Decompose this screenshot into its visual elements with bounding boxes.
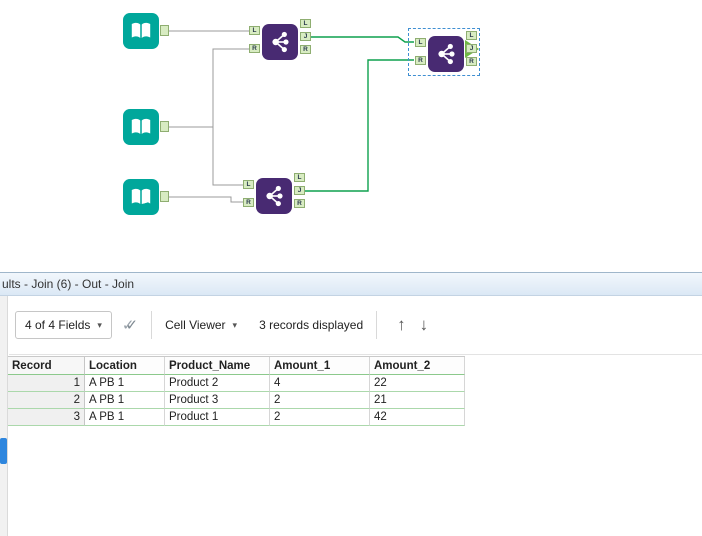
join-input-anchors: L R bbox=[415, 38, 426, 65]
apply-check-button[interactable]: ✓✓ bbox=[122, 316, 138, 334]
chevron-down-icon: ▾ bbox=[97, 319, 102, 330]
row-number-cell[interactable]: 2 bbox=[8, 392, 85, 409]
join-glyph-icon bbox=[272, 31, 289, 53]
join-output-anchors: L J R bbox=[466, 31, 477, 66]
book-icon bbox=[131, 22, 151, 39]
wire-input2-to-join-top[interactable] bbox=[168, 48, 249, 128]
anchor-right-icon[interactable]: R bbox=[249, 44, 260, 53]
input-data-tool-1[interactable] bbox=[123, 13, 169, 49]
join-tool-bottom[interactable]: L R L J R bbox=[243, 173, 305, 214]
join-output-anchors: L J R bbox=[294, 173, 305, 208]
table-cell[interactable]: 2 bbox=[270, 409, 370, 426]
connection-wires bbox=[168, 30, 414, 203]
check-icon: ✓ bbox=[125, 317, 139, 334]
join-output-anchors: L J R bbox=[300, 19, 311, 54]
book-icon bbox=[131, 188, 151, 205]
join-tool-selected[interactable]: L R L J R bbox=[415, 31, 477, 72]
anchor-right-icon[interactable]: R bbox=[415, 56, 426, 65]
anchor-join-out-icon[interactable]: J bbox=[466, 44, 477, 53]
join-input-anchors: L R bbox=[249, 26, 260, 53]
anchor-left-icon[interactable]: L bbox=[243, 180, 254, 189]
left-strip bbox=[0, 296, 8, 536]
table-row[interactable]: 2 A PB 1 Product 3 2 21 bbox=[8, 392, 465, 409]
anchor-left-out-icon[interactable]: L bbox=[300, 19, 311, 28]
scrollbar-thumb[interactable] bbox=[0, 438, 7, 464]
cell-viewer-dropdown[interactable]: Cell Viewer ▾ bbox=[165, 318, 237, 332]
input-data-icon bbox=[123, 179, 159, 215]
join-icon bbox=[256, 178, 292, 214]
results-toolbar: 4 of 4 Fields ▾ ✓✓ Cell Viewer ▾ 3 recor… bbox=[9, 296, 702, 355]
join-icon bbox=[262, 24, 298, 60]
input-data-tool-3[interactable] bbox=[123, 179, 169, 215]
table-cell[interactable]: A PB 1 bbox=[85, 409, 165, 426]
toolbar-separator bbox=[376, 311, 378, 339]
output-anchor[interactable] bbox=[160, 25, 169, 36]
table-cell[interactable]: Product 1 bbox=[165, 409, 270, 426]
column-header-product-name[interactable]: Product_Name bbox=[165, 357, 270, 375]
anchor-join-out-icon[interactable]: J bbox=[300, 32, 311, 41]
chevron-down-icon: ▾ bbox=[232, 319, 238, 330]
anchor-left-icon[interactable]: L bbox=[249, 26, 260, 35]
table-cell[interactable]: Product 3 bbox=[165, 392, 270, 409]
table-cell[interactable]: 42 bbox=[370, 409, 465, 426]
table-row[interactable]: 3 A PB 1 Product 1 2 42 bbox=[8, 409, 465, 426]
anchor-right-out-icon[interactable]: R bbox=[466, 57, 477, 66]
join-glyph-icon bbox=[438, 43, 455, 65]
join-tool-top[interactable]: L R L J R bbox=[249, 19, 311, 60]
anchor-join-out-icon[interactable]: J bbox=[294, 186, 305, 195]
fields-dropdown[interactable]: 4 of 4 Fields ▾ bbox=[15, 311, 112, 339]
toolbar-separator bbox=[151, 311, 153, 339]
scroll-up-button[interactable]: ↑ bbox=[397, 315, 406, 334]
join-icon bbox=[428, 36, 464, 72]
check-icon: ✓ bbox=[121, 317, 135, 334]
scroll-down-button[interactable]: ↓ bbox=[419, 315, 429, 334]
input-data-icon bbox=[123, 13, 159, 49]
selection-box bbox=[408, 28, 480, 76]
anchor-left-icon[interactable]: L bbox=[415, 38, 426, 47]
records-count: 3 records displayed bbox=[259, 318, 364, 332]
output-anchor[interactable] bbox=[160, 121, 169, 132]
table-cell[interactable]: A PB 1 bbox=[85, 375, 165, 392]
results-title: ults - Join (6) - Out - Join bbox=[0, 272, 702, 296]
book-icon bbox=[131, 118, 151, 135]
table-cell[interactable]: 2 bbox=[270, 392, 370, 409]
wire-input2-to-join-bottom[interactable] bbox=[168, 126, 243, 186]
wire-input3-to-join-bottom[interactable] bbox=[168, 196, 243, 203]
row-number-cell[interactable]: 1 bbox=[8, 375, 85, 392]
anchor-left-out-icon[interactable]: L bbox=[294, 173, 305, 182]
workflow-canvas[interactable]: L R L J R L R bbox=[0, 0, 702, 271]
anchor-right-out-icon[interactable]: R bbox=[294, 199, 305, 208]
wire-join-bottom-to-join-right[interactable] bbox=[305, 59, 414, 192]
column-header-location[interactable]: Location bbox=[85, 357, 165, 375]
table-cell[interactable]: A PB 1 bbox=[85, 392, 165, 409]
column-header-amount-2[interactable]: Amount_2 bbox=[370, 357, 465, 375]
table-row[interactable]: 1 A PB 1 Product 2 4 22 bbox=[8, 375, 465, 392]
join-glyph-icon bbox=[266, 185, 283, 207]
input-data-tool-2[interactable] bbox=[123, 109, 169, 145]
anchor-right-out-icon[interactable]: R bbox=[300, 45, 311, 54]
column-header-amount-1[interactable]: Amount_1 bbox=[270, 357, 370, 375]
row-number-cell[interactable]: 3 bbox=[8, 409, 85, 426]
table-cell[interactable]: Product 2 bbox=[165, 375, 270, 392]
table-cell[interactable]: 4 bbox=[270, 375, 370, 392]
anchor-left-out-icon[interactable]: L bbox=[466, 31, 477, 40]
cell-viewer-label: Cell Viewer bbox=[165, 318, 226, 332]
table-cell[interactable]: 22 bbox=[370, 375, 465, 392]
results-panel: ults - Join (6) - Out - Join 4 of 4 Fiel… bbox=[0, 272, 702, 536]
table-cell[interactable]: 21 bbox=[370, 392, 465, 409]
output-anchor[interactable] bbox=[160, 191, 169, 202]
column-header-record[interactable]: Record bbox=[8, 357, 85, 375]
wire-join-top-to-join-right[interactable] bbox=[311, 36, 414, 43]
results-table: Record Location Product_Name Amount_1 Am… bbox=[8, 356, 465, 426]
join-input-anchors: L R bbox=[243, 180, 254, 207]
anchor-right-icon[interactable]: R bbox=[243, 198, 254, 207]
fields-dropdown-label: 4 of 4 Fields bbox=[25, 318, 91, 332]
input-data-icon bbox=[123, 109, 159, 145]
table-header-row: Record Location Product_Name Amount_1 Am… bbox=[8, 357, 465, 375]
